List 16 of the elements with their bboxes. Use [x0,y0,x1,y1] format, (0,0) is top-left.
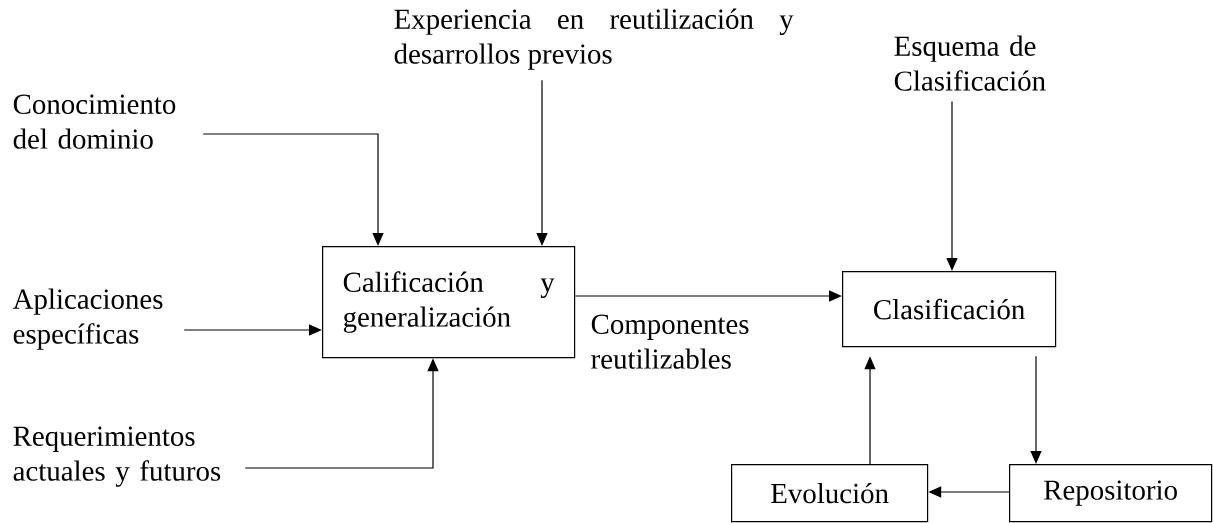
arrow [1030,355,1042,464]
process-box: Calificación y generalización [322,246,576,359]
input-label: Experiencia en reutilización y desarrollos previos [394,8,794,70]
arrow [536,79,548,246]
process-box: Repositorio [1009,464,1213,523]
edge-label: Componentes reutilizables [591,314,749,369]
arrow [202,133,384,246]
input-label: Requerimientos actuales y futuros [13,426,221,487]
process-box: Evolución [731,464,929,523]
input-label: Aplicaciones específicas [12,288,163,350]
process-box: Clasificación [842,271,1057,348]
input-label: Conocimiento del dominio [13,94,176,149]
input-label: Esquema de Clasificación [894,35,1046,91]
arrow [183,324,322,336]
arrow [946,100,958,271]
arrow [574,290,842,302]
